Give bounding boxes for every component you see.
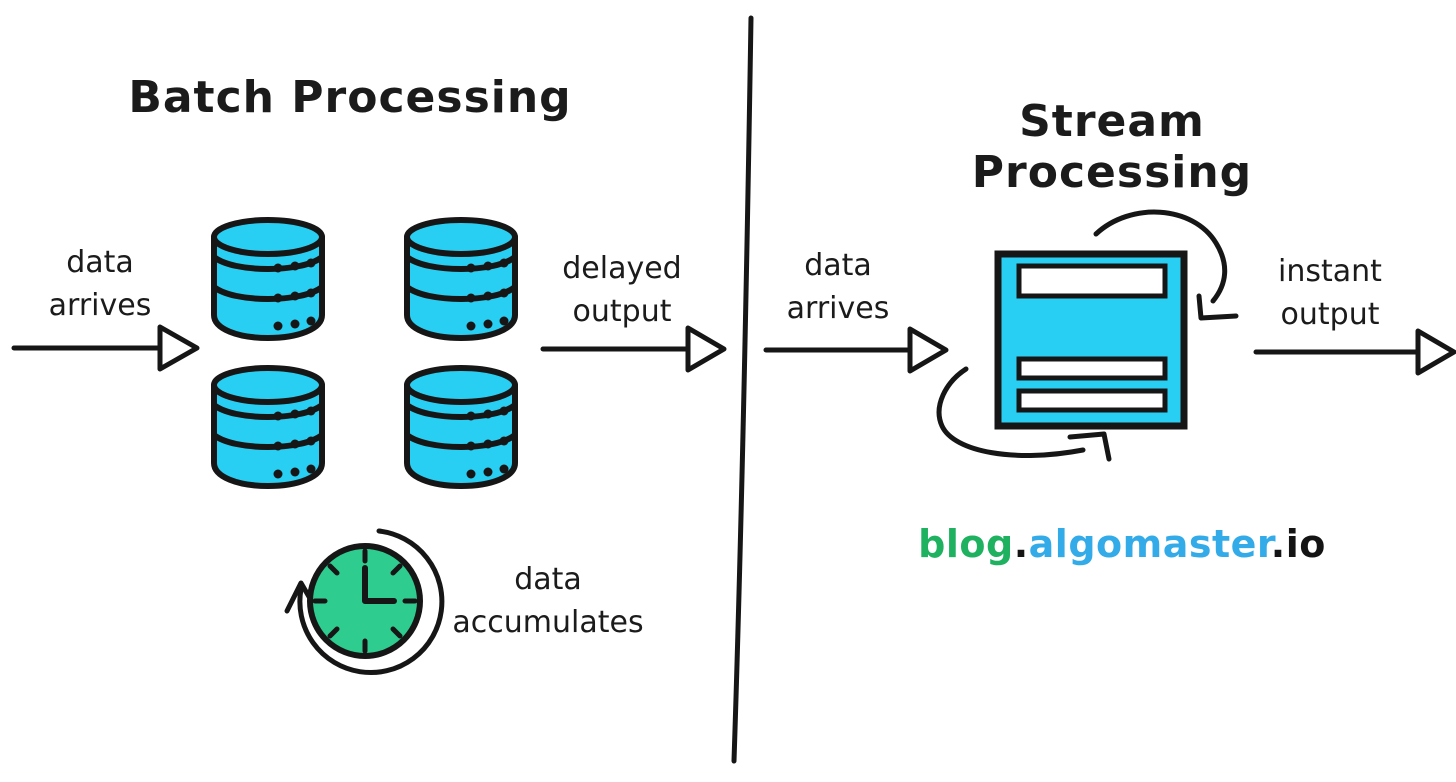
data-accumulates-line2: accumulates <box>452 605 644 640</box>
stream-title: Stream Processing <box>971 96 1253 198</box>
brand-blog: blog <box>918 522 1014 566</box>
brand-url: blog.algomaster.io <box>902 522 1342 566</box>
batch-input-line2: arrives <box>48 288 152 323</box>
cycle-arrow-bottom-icon <box>936 366 1112 462</box>
stream-output-line2: output <box>1280 297 1380 332</box>
batch-input-label: data arrives <box>10 241 190 327</box>
stream-input-arrow-icon <box>763 326 949 374</box>
stream-input-line2: arrives <box>786 291 890 326</box>
batch-output-label: delayed output <box>532 247 712 333</box>
database-icon <box>407 368 515 486</box>
stream-output-line1: instant <box>1278 254 1382 289</box>
stream-input-label: data arrives <box>748 244 928 330</box>
stream-buffer-icon <box>994 250 1188 430</box>
brand-domain: algomaster <box>1028 522 1271 566</box>
data-accumulates-label: data accumulates <box>438 558 658 644</box>
brand-dot2: . <box>1270 522 1286 566</box>
cycle-arrow-top-icon <box>1093 209 1239 321</box>
stream-output-label: instant output <box>1240 250 1420 336</box>
batch-input-arrow-icon <box>11 324 200 372</box>
database-icon <box>214 368 322 486</box>
divider-line <box>731 15 754 764</box>
database-icon <box>214 220 322 338</box>
database-icon <box>407 220 515 338</box>
clock-icon <box>307 543 423 659</box>
stream-output-arrow-icon <box>1253 328 1456 376</box>
batch-input-line1: data <box>66 245 134 280</box>
batch-output-line2: output <box>572 294 672 329</box>
batch-output-line1: delayed <box>562 251 682 286</box>
stream-input-line1: data <box>804 248 872 283</box>
batch-output-arrow-icon <box>540 325 727 373</box>
data-accumulates-line1: data <box>514 562 582 597</box>
brand-tld: io <box>1285 522 1326 566</box>
brand-dot1: . <box>1013 522 1029 566</box>
batch-title: Batch Processing <box>128 72 572 123</box>
